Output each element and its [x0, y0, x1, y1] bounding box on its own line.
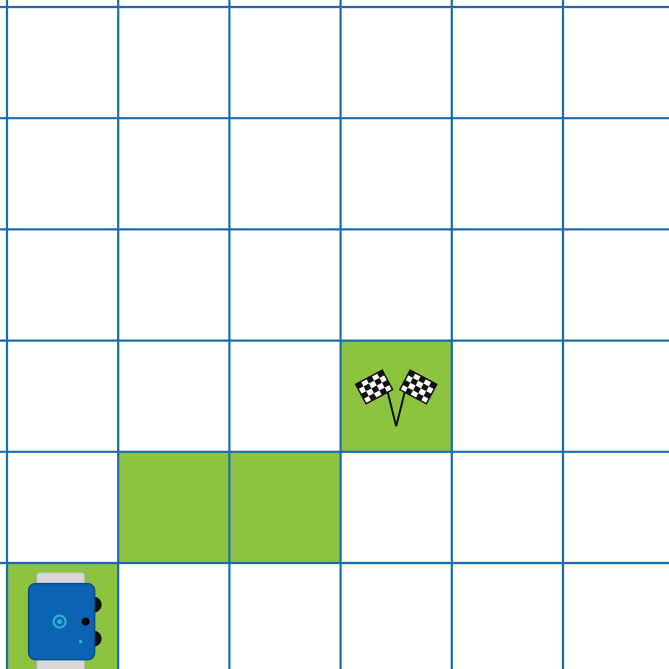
grid-cell[interactable] — [118, 229, 229, 340]
grid-cell[interactable] — [341, 563, 452, 669]
robot-sensor-dot — [57, 619, 62, 624]
grid-cell[interactable] — [563, 341, 669, 452]
grid-cell[interactable] — [7, 7, 118, 118]
grid-cell[interactable] — [7, 229, 118, 340]
grid-cell[interactable] — [229, 341, 340, 452]
grid-cell[interactable] — [341, 229, 452, 340]
grid-cell[interactable] — [229, 7, 340, 118]
grid-cell[interactable] — [341, 452, 452, 563]
grid-cell[interactable] — [229, 118, 340, 229]
robot-front-indicator — [82, 618, 90, 626]
grid-cell[interactable] — [452, 118, 563, 229]
grid-cell[interactable] — [118, 341, 229, 452]
grid-cell[interactable] — [563, 452, 669, 563]
grid-cell[interactable] — [563, 563, 669, 669]
grid-cell[interactable] — [118, 118, 229, 229]
grid-cell[interactable] — [452, 452, 563, 563]
grid-cell[interactable] — [341, 7, 452, 118]
grid-cell[interactable] — [229, 229, 340, 340]
grid-cell[interactable] — [341, 118, 452, 229]
path-cell[interactable] — [229, 452, 340, 563]
path-cell[interactable] — [341, 341, 452, 452]
robot-led — [79, 640, 82, 643]
grid-cell[interactable] — [7, 341, 118, 452]
grid-cell[interactable] — [563, 229, 669, 340]
grid-cell[interactable] — [118, 7, 229, 118]
grid-cell[interactable] — [452, 341, 563, 452]
grid-cell[interactable] — [563, 118, 669, 229]
grid-cell[interactable] — [563, 7, 669, 118]
path-cell[interactable] — [118, 452, 229, 563]
grid-cell[interactable] — [452, 7, 563, 118]
grid-cell[interactable] — [7, 452, 118, 563]
grid-cell[interactable] — [452, 563, 563, 669]
grid-cells — [7, 7, 669, 669]
grid-cell[interactable] — [229, 563, 340, 669]
grid-cell[interactable] — [7, 118, 118, 229]
grid-cell[interactable] — [452, 229, 563, 340]
grid-cell[interactable] — [118, 563, 229, 669]
robot-icon[interactable] — [29, 573, 102, 669]
